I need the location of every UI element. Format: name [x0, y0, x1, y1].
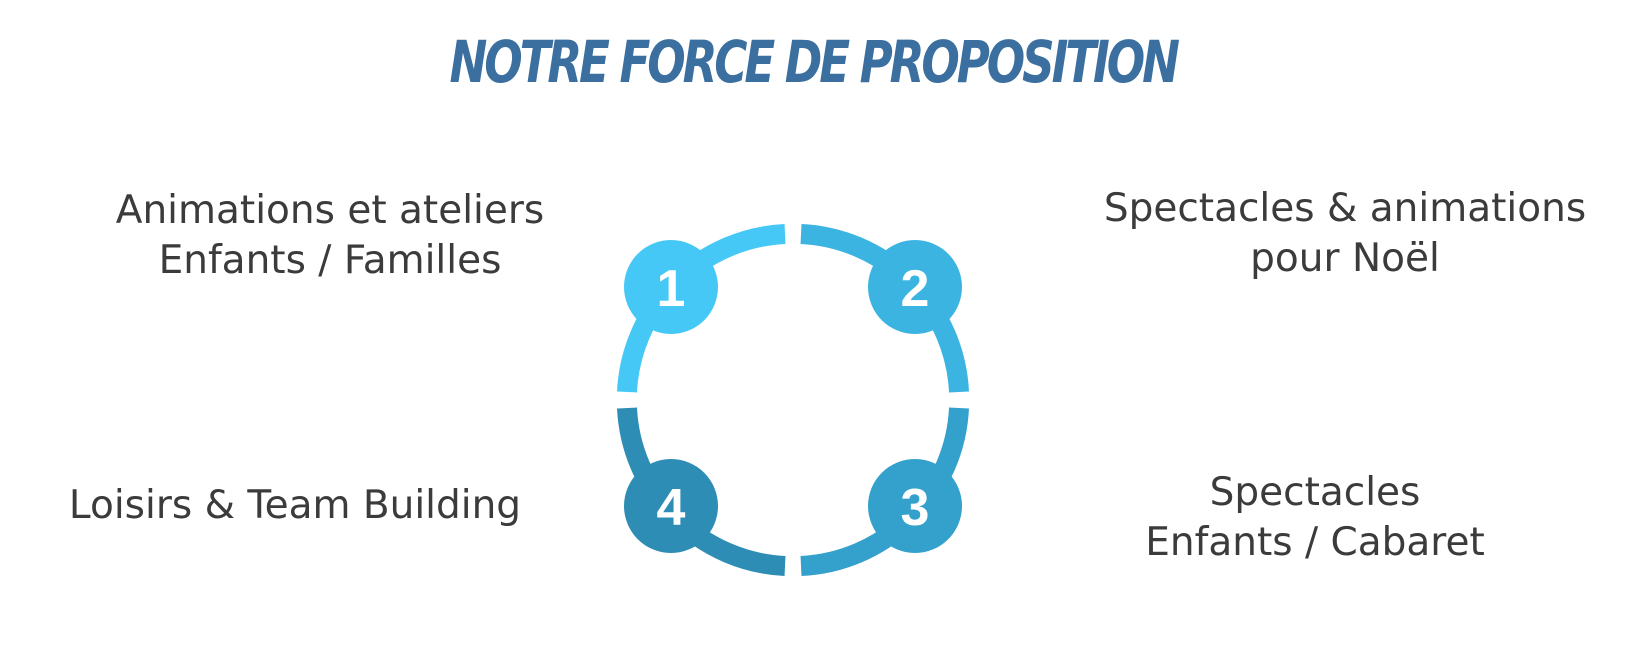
step-2-label: Spectacles & animations pour Noël [1065, 184, 1625, 284]
step-3-number: 3 [901, 479, 930, 537]
step-2-label-line-1: Spectacles & animations [1103, 186, 1587, 231]
step-4-label: Loisirs & Team Building [25, 481, 565, 531]
step-3-label-line-1: Spectacles [1209, 470, 1421, 515]
step-4-node: 4 [624, 459, 718, 553]
step-4-circle [624, 459, 718, 553]
step-2-label-line-2: pour Noël [1250, 236, 1440, 281]
step-1-label-line-2: Enfants / Familles [158, 238, 502, 283]
step-1-label-line-1: Animations et ateliers [115, 188, 545, 233]
step-1-label: Animations et ateliers Enfants / Famille… [95, 186, 565, 286]
step-4-number: 4 [657, 479, 686, 537]
step-3-circle [868, 459, 962, 553]
step-2-number: 2 [901, 260, 930, 318]
step-4-label-line-1: Loisirs & Team Building [68, 483, 522, 528]
step-1-circle [624, 240, 718, 334]
step-1-number: 1 [657, 260, 686, 318]
step-1-node: 1 [624, 240, 718, 334]
step-2-circle [868, 240, 962, 334]
step-3-label-line-2: Enfants / Cabaret [1145, 520, 1485, 565]
step-2-node: 2 [868, 240, 962, 334]
step-3-label: Spectacles Enfants / Cabaret [1065, 468, 1565, 568]
step-3-node: 3 [868, 459, 962, 553]
page-title: NOTRE FORCE DE PROPOSITION [449, 28, 1180, 96]
